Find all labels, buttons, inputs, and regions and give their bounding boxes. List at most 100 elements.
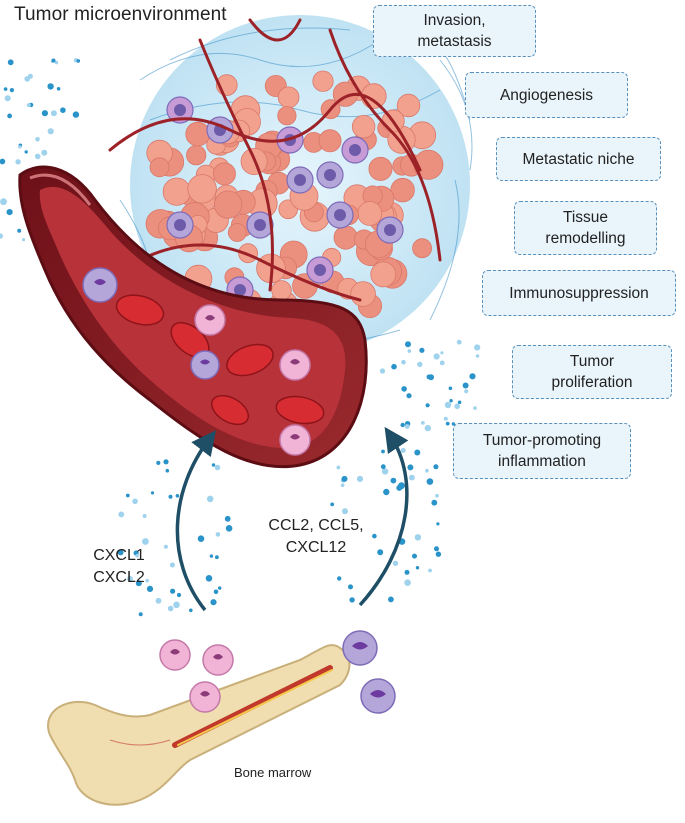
chemokine-dot: [24, 150, 28, 154]
chemokine-dot: [390, 477, 397, 484]
chemokine-dot: [400, 448, 406, 453]
tumor-immune-cell-nucleus: [254, 219, 266, 231]
chemokine-dot: [449, 399, 453, 403]
chemokine-dot: [473, 406, 477, 410]
chemokine-dot: [448, 386, 453, 391]
chemokine-dot: [150, 491, 155, 495]
chemokine-dot: [7, 113, 12, 119]
chemokine-dot: [435, 493, 439, 498]
chemokine-dot: [224, 515, 231, 522]
tumor-cell: [368, 156, 393, 181]
blood-vessel: [18, 165, 368, 469]
chemokine-dot: [391, 363, 397, 370]
chemokine-dot: [47, 128, 54, 135]
chemokine-dot: [127, 575, 133, 582]
chemokine-dot: [356, 475, 364, 482]
chemokine-dot: [211, 463, 216, 467]
chemokine-dot: [381, 468, 389, 475]
chemokine-dot: [401, 386, 407, 392]
chemokine-dot: [349, 597, 355, 603]
chemokine-dot: [163, 459, 169, 465]
chemokine-dot: [379, 368, 386, 374]
chemokine-dot: [206, 495, 214, 503]
tumor-blood-vessels: [108, 18, 442, 302]
chemokine-dot: [464, 389, 469, 394]
tumor-cell: [370, 261, 397, 288]
tumor-cell: [350, 281, 376, 307]
chemokine-dot: [167, 605, 174, 612]
tumor-cell: [396, 93, 421, 118]
chemokine-dot: [125, 493, 130, 498]
chemokine-dot: [415, 566, 420, 570]
chemokine-dot: [176, 592, 182, 598]
chemokine-dot: [421, 421, 425, 425]
chemokine-dot: [209, 554, 214, 558]
chemokine-dot: [406, 393, 412, 399]
chemokine-dot: [445, 421, 450, 426]
chemokine-dot: [6, 209, 13, 216]
chemokine-dot: [56, 87, 61, 91]
tumor-cell: [312, 70, 334, 92]
chemokine-dot: [142, 514, 147, 518]
chemokine-dot: [341, 475, 348, 482]
chemokine-dot: [436, 522, 440, 526]
chemokine-dot: [34, 153, 41, 160]
chemokine-dot: [138, 612, 143, 617]
chemokine-dot: [407, 464, 414, 471]
chemokine-dot: [435, 551, 442, 557]
chemokine-dot: [76, 59, 81, 63]
chemokine-dot: [404, 579, 411, 586]
tumor-cell: [357, 201, 383, 226]
chemokine-dot: [404, 424, 410, 429]
chemokines-left: CXCL1 CXCL2: [93, 547, 145, 586]
vessel-immune-cells: [82, 267, 311, 456]
chemokine-dot: [330, 502, 335, 507]
outcome-tumor-promoting-inflammation: Tumor-promoting inflammation: [453, 423, 631, 479]
chemokine-dot: [47, 83, 54, 90]
chemokine-dot: [163, 544, 168, 549]
tumor-cell: [318, 129, 342, 153]
tumor-cell: [277, 86, 300, 109]
chemokine-dot: [434, 546, 439, 552]
outcome-metastatic-niche: Metastatic niche: [496, 137, 661, 181]
chemokine-dot: [443, 416, 448, 421]
chemokine-dot: [433, 353, 440, 360]
chemokine-dot: [173, 601, 180, 609]
chemokine-dot: [400, 422, 405, 428]
chemokine-dot: [17, 228, 22, 233]
tumor-cell: [212, 162, 236, 186]
chemokine-dot: [372, 533, 377, 539]
tumor-cell: [214, 190, 243, 219]
chemokine-dot: [18, 145, 22, 149]
chemokine-dot: [145, 578, 149, 583]
chemokine-dot: [414, 449, 421, 456]
chemokine-dot: [405, 341, 411, 348]
chemokine-dot: [41, 110, 49, 117]
chemokine-dot: [50, 110, 57, 117]
chemokine-dot: [54, 60, 59, 65]
chemokine-dot: [474, 344, 481, 351]
chemokine-dot: [398, 482, 405, 490]
chemokine-dot: [381, 449, 385, 454]
chemokine-dot: [132, 498, 138, 505]
chemokine-dot: [417, 361, 423, 368]
chemokine-dot: [407, 349, 412, 353]
chemokine-dot: [210, 599, 217, 606]
tumor-cell: [186, 145, 207, 166]
tumor-immune-cell-nucleus: [349, 144, 361, 156]
chemokine-dot: [214, 464, 221, 471]
chemokine-dot: [168, 494, 173, 499]
chemokine-dot: [454, 403, 461, 410]
chemokine-dot: [117, 549, 124, 556]
tumor-immune-cell-nucleus: [314, 264, 326, 276]
chemokine-dot: [469, 373, 476, 380]
tumor-immune-cell-nucleus: [174, 104, 186, 116]
chemokine-dot: [380, 464, 386, 470]
chemokine-dot: [439, 360, 445, 366]
chemokine-dot: [197, 535, 205, 542]
chemokine-dot: [225, 525, 233, 532]
chemokine-dot: [22, 238, 26, 242]
chemokine-dot: [412, 553, 417, 559]
outcome-immunosuppression: Immunosuppression: [482, 270, 676, 316]
chemokine-dot: [404, 569, 410, 575]
